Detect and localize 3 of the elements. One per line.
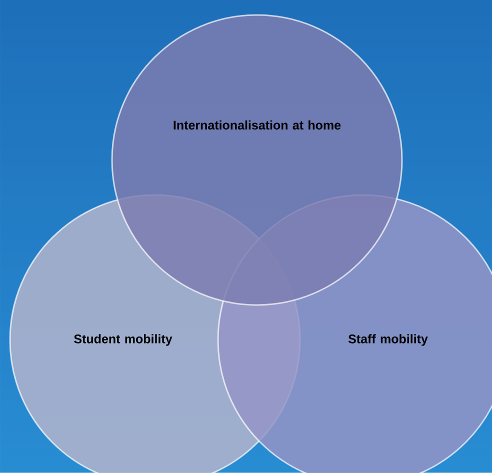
circle-label: Student mobility bbox=[74, 334, 172, 346]
circle-label: Internationalisation at home bbox=[174, 120, 341, 130]
circle-label: Staff mobility bbox=[348, 334, 428, 346]
